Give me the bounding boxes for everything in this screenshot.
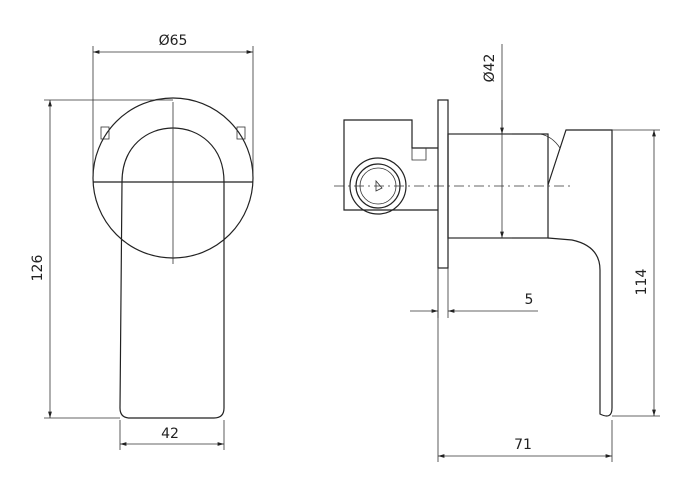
side-escutcheon-plate <box>437 99 449 269</box>
side-depth-label: 71 <box>514 437 532 453</box>
front-height-label: 126 <box>30 255 46 282</box>
side-cylinder-fillet <box>539 133 561 149</box>
front-width-label: 42 <box>161 426 179 442</box>
side-view: Ø42 5 114 71 <box>334 44 660 462</box>
side-handle <box>547 129 613 417</box>
side-valve-body <box>343 119 438 211</box>
side-valve-notch <box>411 148 427 161</box>
side-offset-label: 5 <box>525 292 534 308</box>
front-mount-tab-right <box>236 126 246 140</box>
front-handle-body <box>119 181 225 419</box>
front-diameter-label: Ø65 <box>159 33 188 49</box>
side-diameter-label: Ø42 <box>482 54 498 83</box>
side-height-label: 114 <box>634 269 650 296</box>
front-mount-tab-left <box>100 126 110 140</box>
front-view: Ø65 126 42 <box>30 33 254 450</box>
